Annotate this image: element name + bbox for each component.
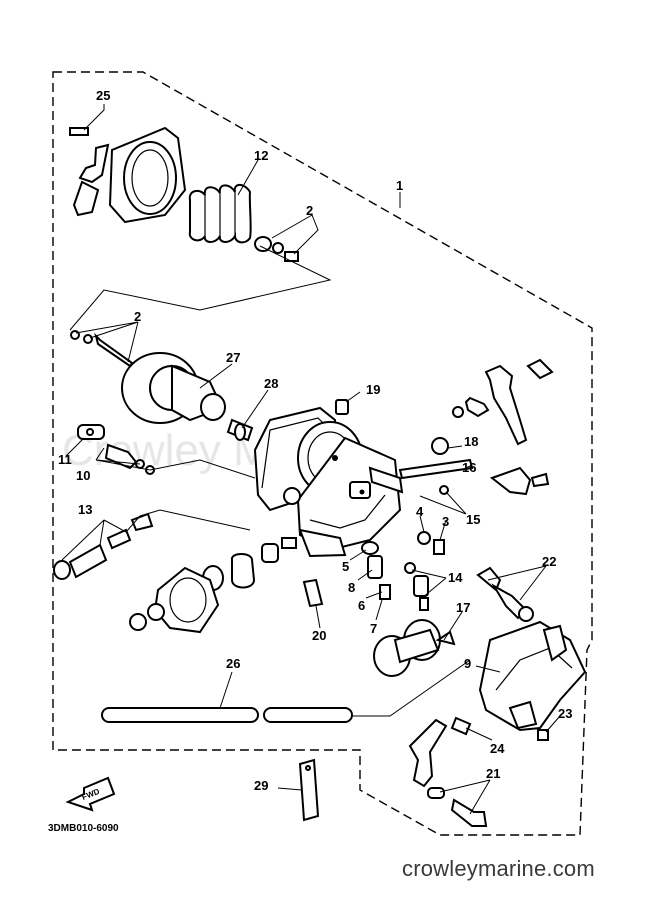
part-4-washer[interactable] (417, 531, 431, 545)
callout-23: 23 (558, 706, 572, 721)
part-16-rod[interactable] (398, 458, 474, 480)
part-15-bracket[interactable] (439, 466, 550, 496)
callout-29: 29 (254, 778, 268, 793)
callout-25: 25 (96, 88, 110, 103)
part-14-float-valve[interactable] (404, 562, 429, 611)
callout-19: 19 (366, 382, 380, 397)
part-11-washer[interactable] (77, 424, 105, 440)
diagram-code: 3DMB010-6090 (48, 823, 119, 834)
accelerator-pump-assembly[interactable] (129, 537, 297, 634)
callout-17: 17 (456, 600, 470, 615)
carburetor-body[interactable] (253, 406, 404, 558)
callout-3: 3 (442, 514, 449, 529)
callout-15: 15 (466, 512, 480, 527)
part-2-jet-needle[interactable] (70, 330, 134, 368)
assembly-boundary (52, 71, 593, 836)
part-20-drain-screw[interactable] (302, 578, 324, 608)
part-26-fuel-hose[interactable] (101, 707, 353, 723)
callout-21: 21 (486, 766, 500, 781)
part-2-upper-clip-set[interactable] (254, 236, 299, 262)
callout-labels: 25 12 1 2 2 27 28 19 18 11 16 10 13 4 15… (58, 88, 572, 793)
part-13-plunger-set[interactable] (53, 512, 154, 580)
callout-28: 28 (264, 376, 278, 391)
callout-11: 11 (58, 452, 72, 467)
part-19-plug[interactable] (335, 399, 349, 415)
callout-2-lower: 2 (134, 309, 141, 324)
part-6-pilot-jet[interactable] (379, 584, 391, 600)
callout-12: 12 (254, 148, 268, 163)
leader-lines (61, 104, 561, 815)
callout-1: 1 (396, 178, 403, 193)
part-9-float-bowl[interactable] (478, 620, 587, 732)
callout-16: 16 (462, 460, 476, 475)
part-17-float[interactable] (373, 619, 456, 677)
callout-24: 24 (490, 741, 505, 756)
part-25-air-cover[interactable] (69, 126, 187, 224)
fwd-arrow-icon: FWD (65, 776, 116, 812)
part-24-screw[interactable] (450, 716, 472, 736)
throttle-lever-upper[interactable] (452, 358, 554, 446)
callout-2-upper: 2 (306, 203, 313, 218)
part-12-spring[interactable] (188, 183, 252, 244)
part-3-screw[interactable] (433, 539, 445, 555)
callout-4: 4 (416, 504, 424, 519)
callout-10: 10 (76, 468, 90, 483)
part-29-strap[interactable] (298, 758, 320, 822)
part-5-needle-jet[interactable] (361, 541, 379, 555)
part-8-main-jet[interactable] (367, 555, 383, 579)
callout-27: 27 (226, 350, 240, 365)
callout-5: 5 (342, 559, 349, 574)
part-22-valve[interactable] (476, 566, 534, 622)
callout-13: 13 (78, 502, 92, 517)
callout-18: 18 (464, 434, 478, 449)
part-21-screw-set[interactable] (427, 787, 488, 827)
part-27-diaphragm[interactable] (121, 352, 226, 424)
callout-26: 26 (226, 656, 240, 671)
callout-20: 20 (312, 628, 326, 643)
callout-22: 22 (542, 554, 556, 569)
lower-lever[interactable] (408, 718, 448, 788)
callout-8: 8 (348, 580, 355, 595)
part-23-screw[interactable] (537, 729, 549, 741)
part-18-bushing[interactable] (431, 437, 449, 455)
callout-6: 6 (358, 598, 365, 613)
site-label[interactable]: crowleymarine.com (402, 856, 595, 881)
callout-7: 7 (370, 621, 377, 636)
callout-9: 9 (464, 656, 471, 671)
callout-14: 14 (448, 570, 463, 585)
